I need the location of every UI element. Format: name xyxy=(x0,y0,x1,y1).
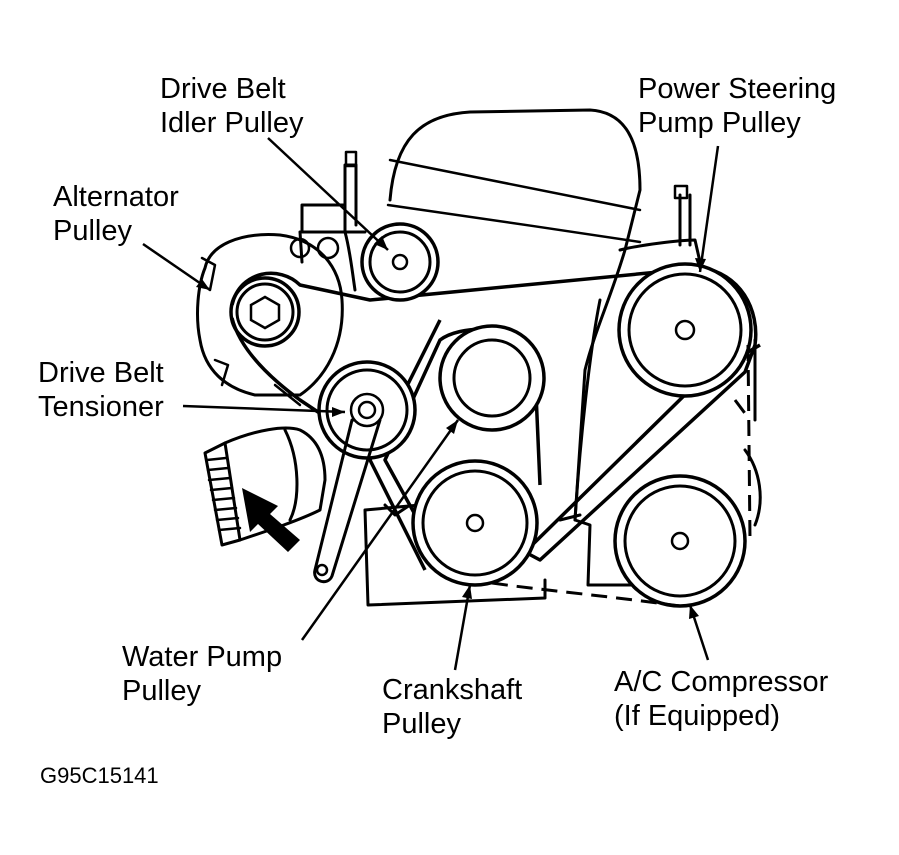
alternator xyxy=(196,233,344,407)
ac-belt-dashed xyxy=(491,344,752,608)
idler-pulley-label: Drive Belt Idler Pulley xyxy=(160,73,304,139)
alternator-pulley-label: Alternator Pulley xyxy=(53,181,179,247)
figure-code: G95C15141 xyxy=(40,763,159,788)
crankshaft-pulley-label: Crankshaft Pulley xyxy=(382,674,523,740)
ac-compressor-pulley xyxy=(613,474,747,608)
leader-lines xyxy=(142,137,720,671)
ac-compressor-pulley-label: A/C Compressor (If Equipped) xyxy=(614,666,829,732)
alternator-pulley xyxy=(229,276,301,348)
tensioner-label: Drive Belt Tensioner xyxy=(38,357,164,423)
water-pump-pulley-label: Water Pump Pulley xyxy=(122,641,283,707)
crankshaft-pulley xyxy=(411,459,539,587)
power-steering-pulley-label: Power Steering Pump Pulley xyxy=(638,73,837,139)
power-steering-pulley xyxy=(617,262,753,398)
water-pump-pulley xyxy=(438,324,546,432)
rotation-arrow xyxy=(242,488,300,552)
